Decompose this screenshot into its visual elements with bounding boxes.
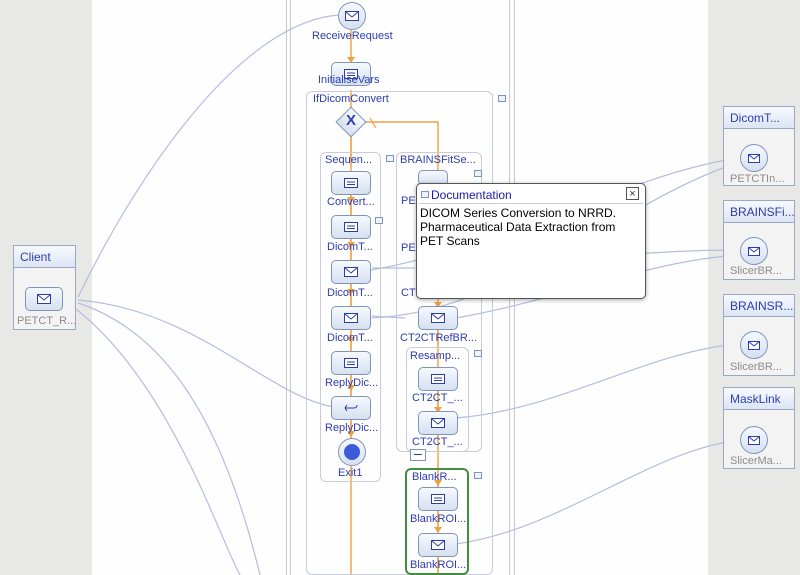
blank-roi2-label: BlankROI...	[410, 559, 467, 571]
reply-dic2-label: ReplyDic...	[325, 422, 379, 434]
documentation-icon[interactable]	[474, 350, 482, 357]
blank-r-scope[interactable]	[405, 468, 469, 575]
envelope-icon	[431, 313, 445, 323]
convert-label: Convert...	[327, 196, 375, 208]
dicom-t3-node[interactable]	[331, 306, 371, 330]
link-client-receive	[77, 14, 341, 298]
envelope-icon	[37, 294, 51, 304]
partner-masklink-title: MaskLink	[724, 388, 794, 410]
popup-title: Documentation	[431, 188, 512, 202]
ct2ct-2-label: CT2CT_...	[412, 436, 463, 448]
reply-dic2-node[interactable]	[331, 396, 371, 420]
envelope-icon	[748, 153, 760, 163]
assign-icon	[431, 374, 445, 384]
envelope-icon	[344, 267, 358, 277]
exit-icon	[344, 444, 360, 460]
envelope-icon	[748, 435, 760, 445]
ct2ct-1-label: CT2CT_...	[412, 392, 463, 404]
masklink-link-label: SlicerMa...	[730, 455, 782, 467]
partner-brainsr-title: BRAINSR...	[724, 295, 794, 317]
process-lane-left-edge-inner	[290, 0, 291, 575]
partner-brainsfit[interactable]: BRAINSFi...	[723, 200, 795, 280]
envelope-icon	[748, 340, 760, 350]
pe1-label: PE	[401, 195, 416, 207]
link-brainsr	[455, 343, 741, 419]
brainsfit-link-node[interactable]	[740, 237, 768, 265]
pe2-label: PE	[401, 242, 416, 254]
documentation-icon[interactable]	[386, 155, 394, 162]
envelope-icon	[431, 418, 445, 428]
assign-icon	[431, 494, 445, 504]
link-client-down	[71, 305, 241, 575]
convert-node[interactable]	[331, 171, 371, 195]
sequence-label: Sequen...	[325, 154, 373, 166]
assign-icon	[344, 358, 358, 368]
assign-icon	[344, 178, 358, 188]
client-link-node[interactable]	[25, 287, 63, 311]
dicom-t3-label: DicomT...	[327, 332, 373, 344]
exit1-node[interactable]	[338, 438, 366, 466]
assign-icon	[344, 222, 358, 232]
envelope-icon	[431, 540, 445, 550]
dicom-t2-node[interactable]	[331, 260, 371, 284]
link-client-down2	[77, 302, 261, 575]
envelope-icon	[344, 313, 358, 323]
popup-divider	[419, 203, 643, 204]
blank-r-label: BlankR...	[412, 471, 457, 483]
blank-roi1-label: BlankROI...	[410, 513, 467, 525]
resamp-label: Resamp...	[410, 350, 461, 362]
dicom-t1-node[interactable]	[331, 215, 371, 239]
dicom-link-node[interactable]	[740, 144, 768, 172]
documentation-icon	[421, 191, 429, 198]
reply-icon	[344, 404, 358, 412]
popup-text: DICOM Series Conversion to NRRD. Pharmac…	[420, 206, 617, 248]
partner-client-title: Client	[14, 246, 75, 268]
partner-dicom-title: DicomT...	[724, 107, 794, 129]
gateway-x-glyph: X	[346, 112, 357, 129]
collapse-icon[interactable]	[410, 449, 426, 461]
brainsfit-seq-label: BRAINSFitSe...	[400, 154, 476, 166]
brainsr-link-node[interactable]	[740, 331, 768, 359]
link-client-reply	[77, 299, 341, 409]
documentation-popup[interactable]: Documentation × DICOM Series Conversion …	[416, 183, 646, 299]
initialise-vars-node[interactable]	[331, 62, 371, 86]
dicom-t2-label: DicomT...	[327, 287, 373, 299]
sequence-scope[interactable]	[320, 152, 381, 482]
receive-request-node[interactable]	[338, 2, 366, 30]
initialise-vars-label: InitialiseVars	[318, 74, 380, 86]
envelope-icon	[748, 246, 760, 256]
partner-masklink[interactable]: MaskLink	[723, 387, 795, 469]
brainsfit-link-label: SlicerBR...	[730, 265, 782, 277]
dicom-link-label: PETCTIn...	[730, 173, 785, 185]
process-lane-left-edge	[286, 0, 287, 575]
partner-lane-right	[708, 0, 800, 575]
envelope-icon	[345, 11, 359, 21]
brainsr-link-label: SlicerBR...	[730, 361, 782, 373]
blank-roi2-node[interactable]	[418, 533, 458, 557]
masklink-link-node[interactable]	[740, 426, 768, 454]
ct2ct-ref-label: CT2CTRefBR...	[400, 332, 478, 344]
assign-icon	[344, 69, 358, 79]
dicom-t1-label: DicomT...	[327, 241, 373, 253]
reply-dic1-node[interactable]	[331, 351, 371, 375]
documentation-icon[interactable]	[474, 170, 482, 177]
reply-dic1-label: ReplyDic...	[325, 377, 379, 389]
ct2ct-2-node[interactable]	[418, 411, 458, 435]
resamp-scope[interactable]	[406, 347, 469, 452]
ct2-label: CT	[401, 287, 416, 299]
close-icon[interactable]: ×	[626, 187, 639, 200]
ct2ct-ref-node[interactable]	[418, 306, 458, 330]
exit1-label: Exit1	[338, 467, 363, 479]
if-dicom-convert-label: IfDicomConvert	[313, 93, 389, 105]
documentation-icon[interactable]	[474, 472, 482, 479]
receive-request-label: ReceiveRequest	[312, 30, 393, 42]
ct2ct-1-node[interactable]	[418, 367, 458, 391]
blank-roi1-node[interactable]	[418, 487, 458, 511]
documentation-icon[interactable]	[375, 217, 383, 224]
client-link-label: PETCT_R...	[17, 315, 77, 327]
documentation-icon[interactable]	[498, 95, 506, 102]
link-masklink	[455, 439, 741, 545]
partner-brainsfit-title: BRAINSFi...	[724, 201, 794, 223]
